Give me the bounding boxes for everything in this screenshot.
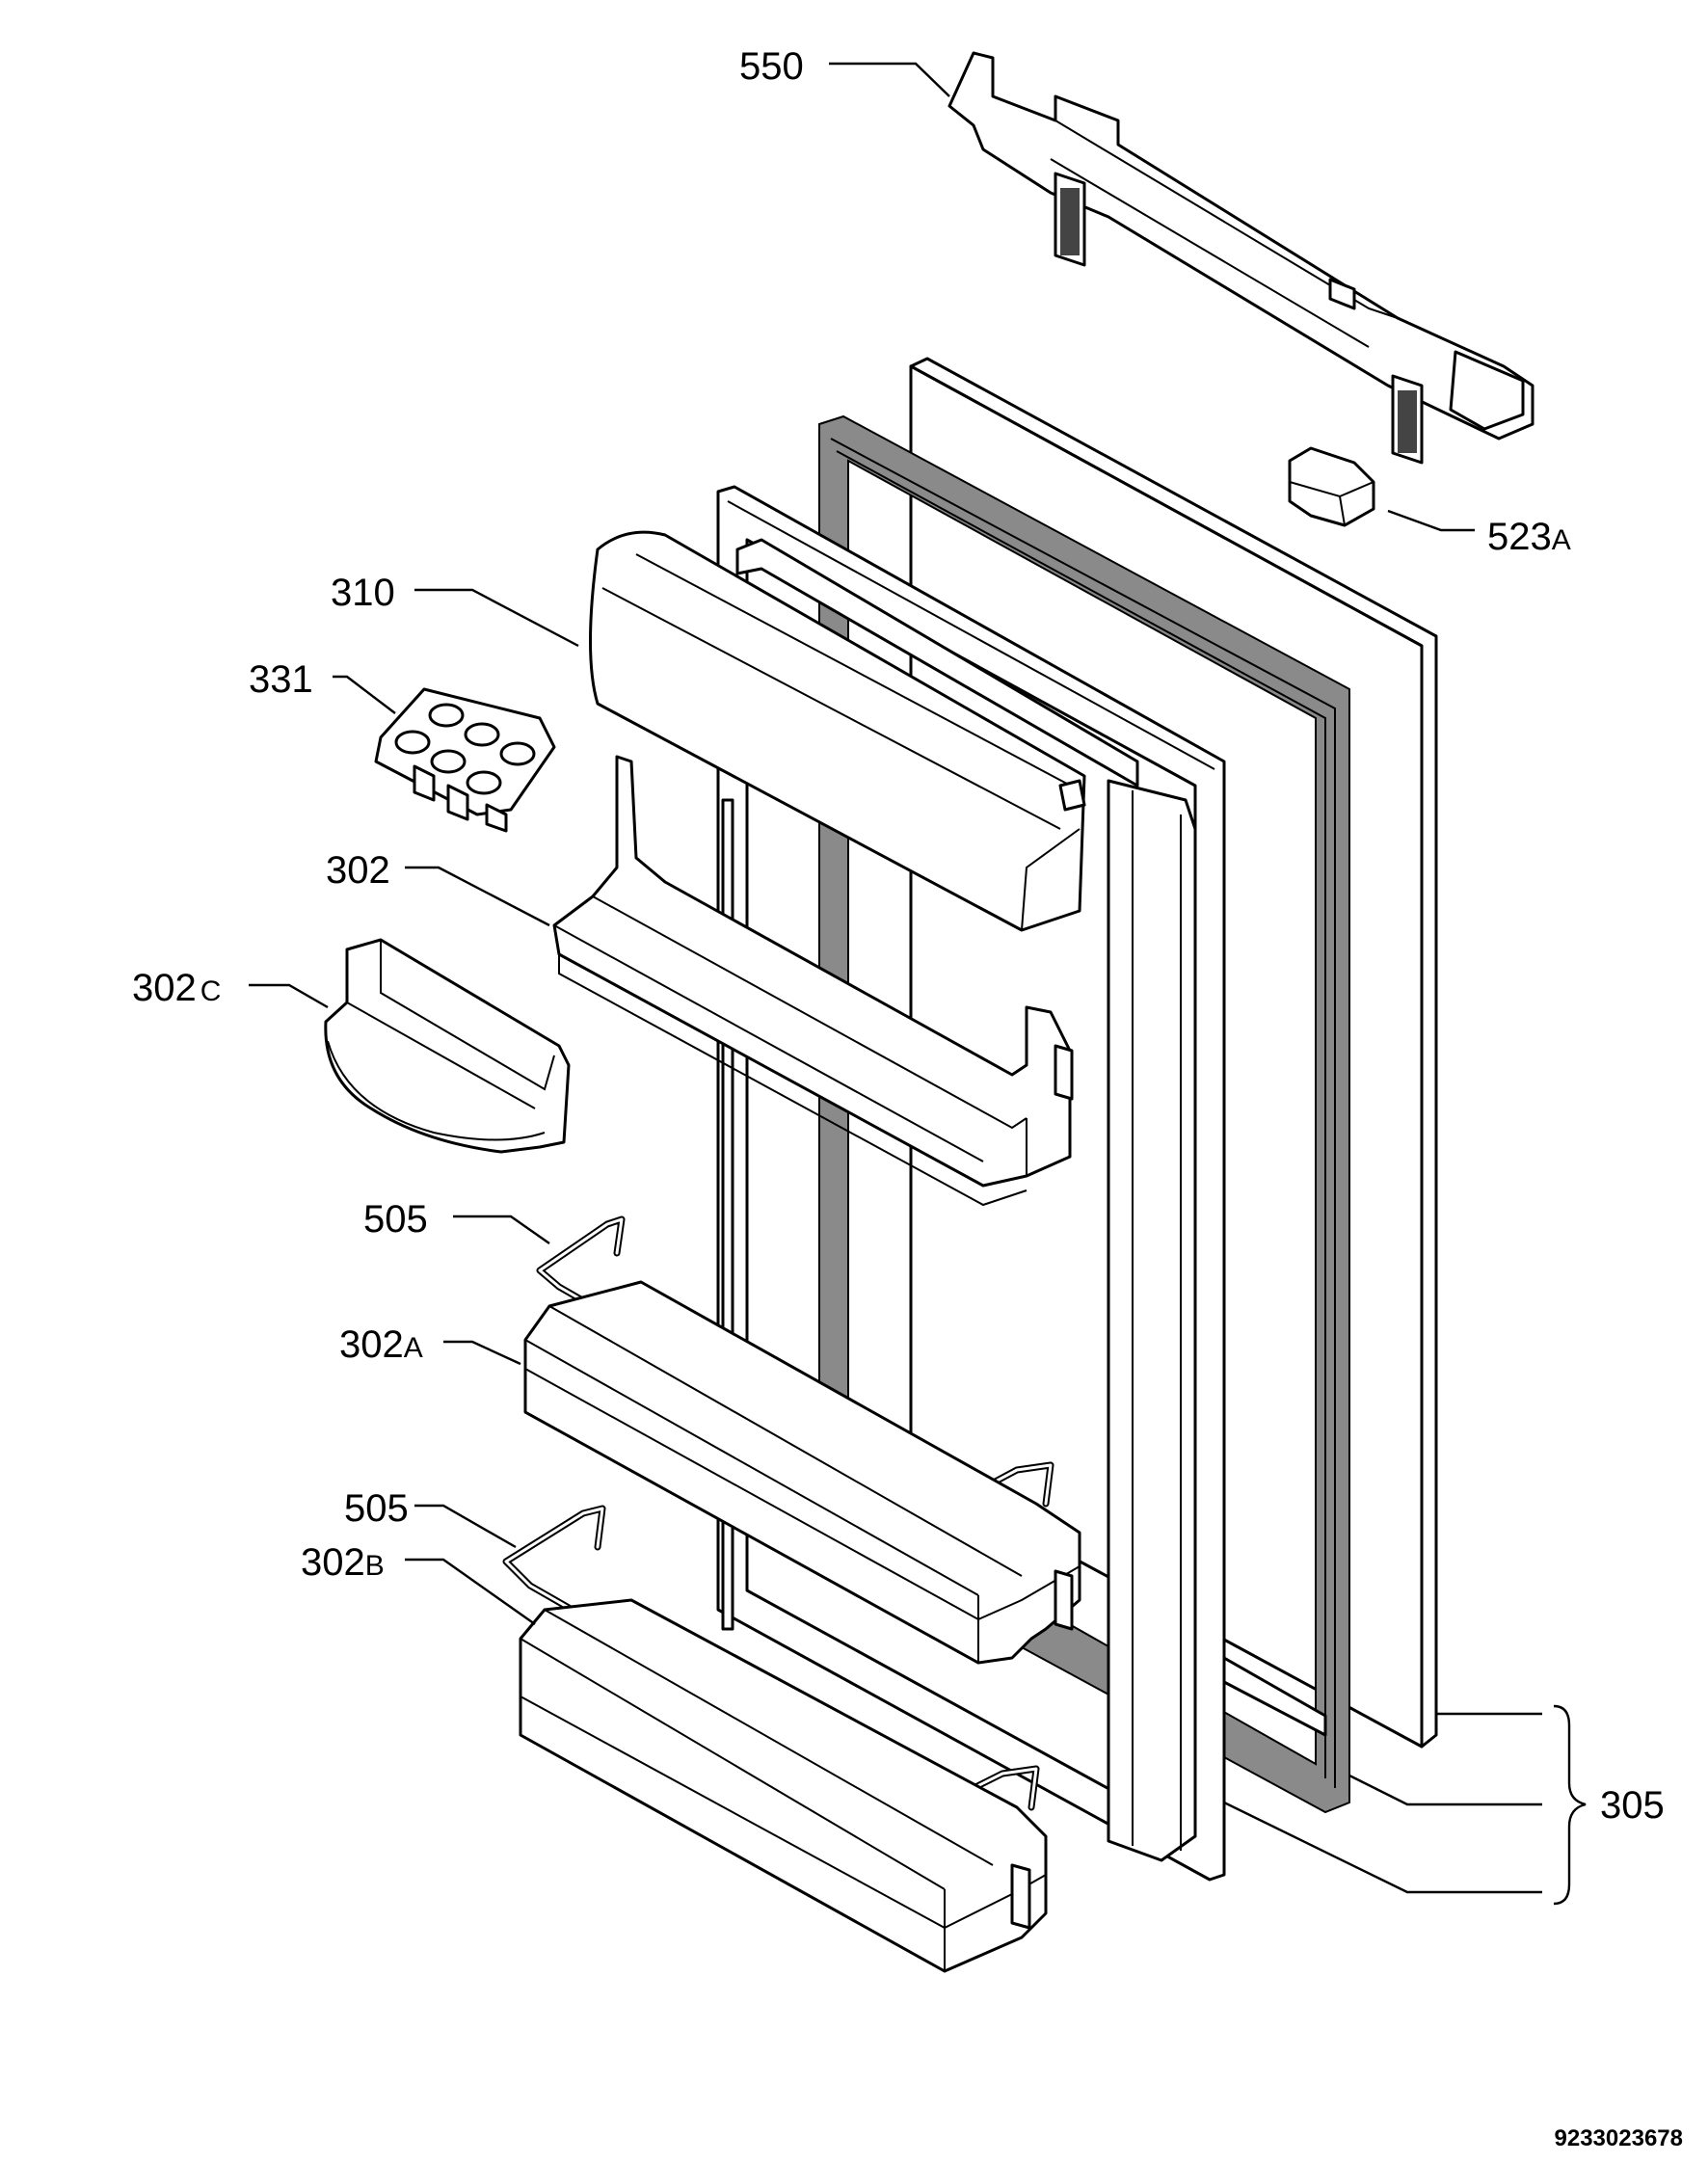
label-302b: 302B: [301, 1541, 385, 1584]
part-302a-door-bin: [523, 1280, 1081, 1665]
part-331-egg-tray: [374, 687, 556, 833]
part-310-dairy-lid: [589, 530, 1086, 932]
part-302c-small-bin: [324, 938, 571, 1154]
label-550: 550: [739, 45, 804, 88]
label-305: 305: [1600, 1784, 1665, 1827]
label-302a: 302A: [339, 1323, 423, 1366]
label-302: 302: [326, 849, 390, 892]
drawing-code: 9233023678: [1555, 2125, 1683, 2151]
label-505-upper: 505: [363, 1198, 428, 1241]
part-523a-hinge-block: [1288, 446, 1375, 527]
label-505-lower: 505: [344, 1487, 409, 1530]
part-550-hinge-bracket: [947, 51, 1535, 465]
leader-lines: [249, 62, 1587, 1906]
part-302-door-bin: [552, 755, 1074, 1207]
label-331: 331: [249, 658, 313, 701]
part-302b-door-bin: [519, 1598, 1048, 1973]
label-523a: 523A: [1487, 516, 1571, 558]
label-310: 310: [331, 572, 395, 614]
